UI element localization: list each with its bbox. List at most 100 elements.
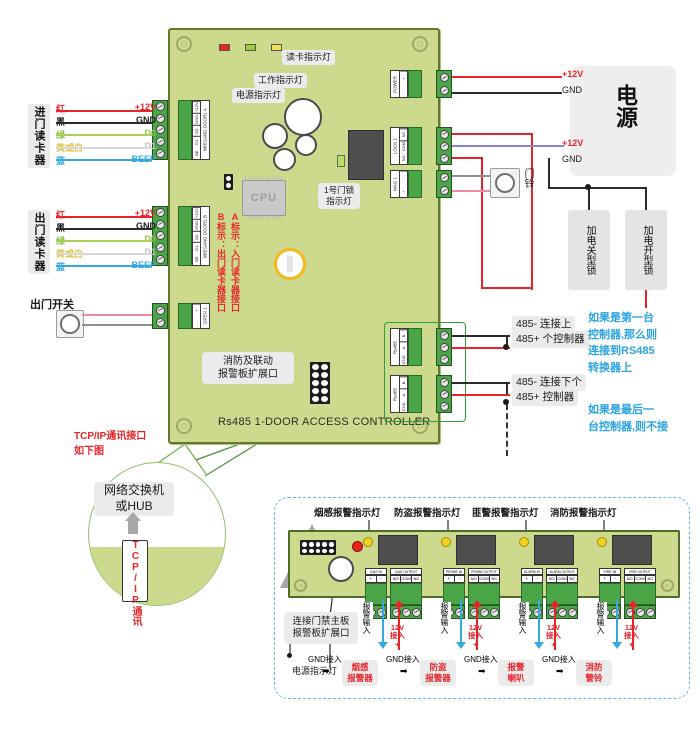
psu-bottom-plus-label: +12V xyxy=(562,138,584,148)
terminal-name: LOCK 1 xyxy=(390,127,399,165)
terminal-screws-open1[interactable] xyxy=(152,303,168,329)
arrow-up xyxy=(628,600,638,607)
pin-label: GND xyxy=(193,112,200,125)
terminal-lock1[interactable]: NC COM NO LOCK 1 xyxy=(390,127,422,165)
wire xyxy=(531,133,533,151)
terminal-power[interactable]: + - POWER xyxy=(390,70,422,98)
note-l1: 如果是第一台 xyxy=(588,312,654,324)
port-b-note: B标示：出门读卡器接口 xyxy=(216,212,227,312)
wire xyxy=(452,92,562,94)
alarm-terminal-out-name: FIRE OUTPUT xyxy=(624,568,656,575)
alarm-board-header[interactable] xyxy=(300,540,336,555)
alarm-pin: + xyxy=(521,575,533,583)
wire xyxy=(645,290,647,308)
wire-signal-label: +12V xyxy=(134,208,156,218)
hub-label-l2: 或HUB xyxy=(115,499,153,513)
wire xyxy=(82,314,152,316)
pin-label: BE xyxy=(194,150,199,157)
terminal-screws-wiegand-a[interactable] xyxy=(152,100,168,160)
v12-label-l2: 接入 xyxy=(546,631,561,641)
alarm-channel-led xyxy=(597,537,607,547)
pin-label: + xyxy=(400,71,407,85)
wire xyxy=(476,606,478,650)
lock-fail-secure: 加电关型锁 xyxy=(568,210,610,290)
hub-arrow-head xyxy=(125,512,141,521)
terminal-screws-mag1[interactable] xyxy=(436,170,452,198)
terminal-name: WIEGAND DOOR1 A xyxy=(201,100,210,160)
relay-chip xyxy=(348,130,384,180)
connect-note-l1: 连接门禁主板 xyxy=(292,615,350,627)
wire-signal-label: +12V xyxy=(134,102,156,112)
terminal-pins-wiegand-b: +12V GND D0 D1 BE xyxy=(192,206,201,266)
wire xyxy=(452,157,482,159)
wire xyxy=(452,145,564,147)
alarm-pin: + xyxy=(599,575,611,583)
terminal-rs485-down[interactable]: B A GND Rs485 xyxy=(390,375,422,413)
exit-reader-box: 出门读卡器 xyxy=(28,210,50,274)
v12-label-l2: 接入 xyxy=(390,631,405,641)
entry-reader-label: 进门读卡器 xyxy=(33,106,45,166)
terminal-screws-wiegand-b[interactable] xyxy=(152,206,168,266)
pin-label: + xyxy=(401,189,406,192)
arrow-down xyxy=(456,642,466,649)
wire xyxy=(452,335,510,337)
entry-reader-box: 进门读卡器 xyxy=(28,104,50,168)
jumper-header[interactable] xyxy=(224,174,233,190)
pin-label: +12V xyxy=(193,101,200,113)
wire xyxy=(632,606,634,650)
wire-signal-label: D0 xyxy=(144,128,156,138)
terminal-screws-power[interactable] xyxy=(436,70,452,98)
terminal-wiegand-door1-b[interactable]: +12V GND D0 D1 BE WIEGAND DOOR1 B xyxy=(178,206,210,266)
alarm-pin: - xyxy=(376,575,387,583)
capacitor xyxy=(295,134,317,156)
rs485-group-outline xyxy=(384,322,466,422)
tcpip-rj45-port[interactable] xyxy=(122,540,148,602)
pin-label: NO xyxy=(401,155,406,162)
doorbell-button[interactable] xyxy=(490,168,520,198)
alarm-pin: NC xyxy=(489,575,500,583)
arrow-up xyxy=(472,600,482,607)
terminal-pins-open1: + - xyxy=(192,303,201,329)
alarm-pin: + xyxy=(365,575,377,583)
terminal-open1[interactable]: + - OPEN 1 xyxy=(178,303,210,329)
screw-hole xyxy=(661,579,674,592)
alarm-terminal-out-name: PROBE OUTPUT xyxy=(468,568,500,575)
wire xyxy=(645,187,647,211)
alarm-relay-chip xyxy=(456,535,496,565)
wire-color-label: 红 xyxy=(56,104,66,114)
alarm-led-label-3: 匪警报警指示灯 xyxy=(472,508,539,519)
alarm-expansion-header[interactable] xyxy=(310,362,330,404)
capacitor xyxy=(328,556,354,582)
alarm-pin: NC xyxy=(411,575,422,583)
wire xyxy=(452,347,510,349)
terminal-screws-rs485-down[interactable] xyxy=(436,375,452,413)
alarm-power-led xyxy=(352,541,363,552)
gnd-label: GND接入 xyxy=(308,655,342,664)
exit-switch-label: 出门开关 xyxy=(30,299,74,311)
terminal-screws-rs485-up[interactable] xyxy=(436,328,452,366)
alarm-board-panel xyxy=(274,497,690,699)
board-title: Rs485 1-DOOR ACCESS CONTROLLER xyxy=(218,416,431,428)
terminal-pins-mag1: - + xyxy=(399,170,408,198)
v12-label-l2: 接入 xyxy=(468,631,483,641)
wire xyxy=(56,122,152,124)
wire xyxy=(56,265,152,267)
alarm-terminal-in-name: ALARM IN xyxy=(521,568,543,575)
exit-switch-button[interactable] xyxy=(56,310,84,338)
note-l4: 转换器上 xyxy=(588,361,632,374)
terminal-rs485-up[interactable]: B A GND Rs485 xyxy=(390,328,422,366)
v12-label-l3: + xyxy=(551,639,556,649)
pin-label: - xyxy=(400,171,407,185)
psu-bottom-gnd-label: GND xyxy=(562,154,582,164)
pin-label: NC xyxy=(400,128,407,141)
note-l1: 如果是最后一 xyxy=(588,404,654,416)
terminal-wiegand-door1-a[interactable]: +12V GND D0 D1 BE WIEGAND DOOR1 A xyxy=(178,100,210,160)
power-led xyxy=(219,44,230,51)
note-l3: 连接到RS485 xyxy=(588,345,655,357)
wire xyxy=(538,600,540,644)
screw-hole xyxy=(412,36,428,52)
terminal-screws-lock1[interactable] xyxy=(436,127,452,165)
terminal-mag1[interactable]: - + MAG 1 xyxy=(390,170,422,198)
screw-hole xyxy=(294,579,307,592)
alarm-wiring-3: 报警输入 12V 接入 + GND接入 ➡ 报警喇叭 xyxy=(464,598,566,686)
